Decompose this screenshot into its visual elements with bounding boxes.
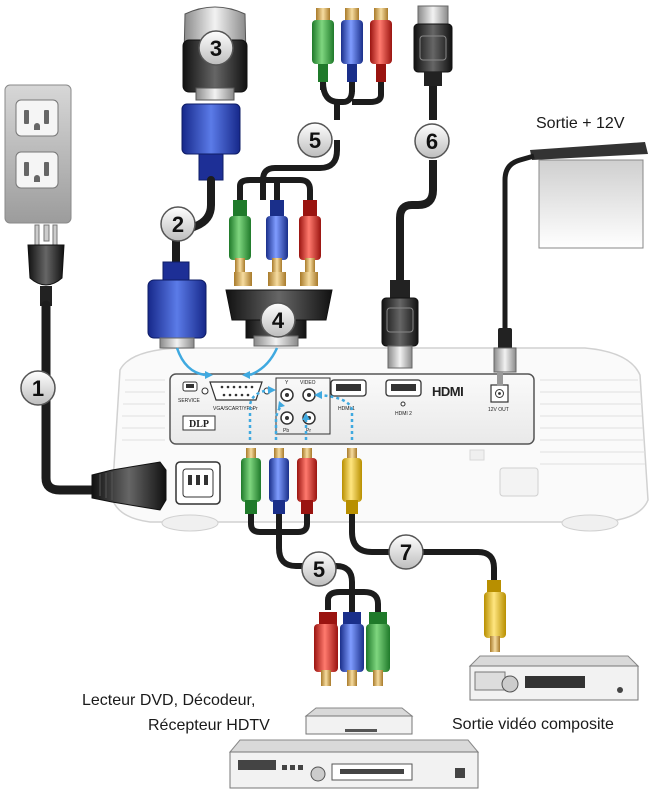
composite-label: Sortie vidéo composite [452, 716, 614, 733]
wall-outlet [4, 84, 72, 224]
vga-label: VGA/SCART/YPbPr [213, 406, 258, 412]
svg-text:6: 6 [426, 129, 438, 154]
svg-text:7: 7 [400, 540, 412, 565]
callout-3: 3 [198, 30, 234, 66]
callout-6: 6 [414, 123, 450, 159]
12v-label: 12V OUT [488, 407, 509, 413]
svg-text:5: 5 [309, 128, 321, 153]
component-cable-bottom [241, 448, 390, 686]
hdmi-logo: HDMI [432, 384, 463, 399]
projection-screen [493, 142, 648, 386]
pr-label: Pr [306, 428, 311, 434]
callout-4: 4 [260, 302, 296, 338]
vga-cable [147, 103, 241, 349]
svg-text:3: 3 [210, 36, 222, 61]
dlp-logo [182, 415, 216, 431]
connection-arrows [175, 347, 354, 440]
svg-text:DLP: DLP [189, 419, 209, 430]
dvd-label-line1: Lecteur DVD, Décodeur, [82, 692, 256, 709]
y-label: Y [285, 380, 289, 386]
callout-1: 1 [20, 370, 56, 406]
video-label: VIDEO [300, 380, 316, 386]
hdmi-cable [381, 5, 453, 369]
callout-badges: 3 2 1 5 6 4 5 7 [20, 30, 450, 587]
composite-source-device [468, 655, 640, 701]
svg-text:2: 2 [172, 212, 184, 237]
hdmi1-label: HDMI 1 [338, 406, 355, 412]
callout-5-bottom: 5 [301, 551, 337, 587]
svg-text:1: 1 [32, 376, 44, 401]
dvd-label-line2: Récepteur HDTV [148, 717, 270, 734]
composite-cable [342, 448, 506, 652]
power-cable [27, 224, 221, 511]
callout-7: 7 [388, 534, 424, 570]
svg-text:5: 5 [313, 557, 325, 582]
hdmi2-label: HDMI 2 [395, 411, 412, 417]
service-label: SERVICE [178, 398, 201, 404]
dvd-player [228, 707, 480, 789]
svg-text:4: 4 [272, 308, 285, 333]
callout-2: 2 [160, 206, 196, 242]
component-cable-top [229, 8, 392, 272]
power-12v-label: Sortie + 12V [536, 115, 625, 132]
pb-label: Pb [283, 428, 289, 434]
callout-5-top: 5 [297, 122, 333, 158]
